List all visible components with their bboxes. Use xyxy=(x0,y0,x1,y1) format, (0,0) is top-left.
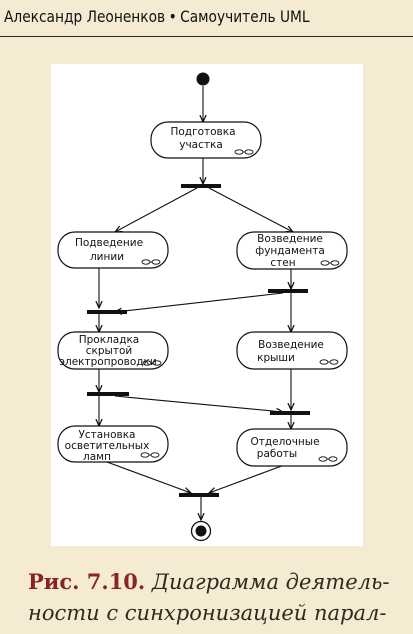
composite-activity-icon xyxy=(142,360,162,366)
activity-foundation: Возведение фундамента стен xyxy=(236,231,348,270)
sync-bar-join-2 xyxy=(87,310,127,314)
transition-fork2-join2 xyxy=(115,292,284,312)
composite-activity-icon xyxy=(318,456,338,462)
final-node xyxy=(190,520,212,542)
sync-bar-fork-2 xyxy=(268,289,308,293)
activity-lamps: Установка осветительных ламп xyxy=(57,425,169,463)
activity-wiring-label-3: электропроводки xyxy=(59,356,156,368)
activity-line-label-1: Подведение xyxy=(75,237,143,249)
caption-line-1: Рис. 7.10. Диаграмма деятель- xyxy=(28,566,396,598)
activity-foundation-label-3: стен xyxy=(270,257,295,269)
activity-lamps-label-2: осветительных xyxy=(65,440,150,452)
activity-finishing-label-1: Отделочные xyxy=(250,436,319,448)
activity-lamps-label-3: ламп xyxy=(83,451,111,463)
activity-roof-label-2: крыши xyxy=(257,352,295,364)
transition-finishing-join4 xyxy=(209,463,288,493)
header-separator: • xyxy=(168,7,177,26)
composite-activity-icon xyxy=(320,260,340,266)
activity-wiring: Прокладка скрытой электропроводки xyxy=(57,331,169,370)
header-book-title: Самоучитель UML xyxy=(180,7,310,26)
activity-prep-label-1: Подготовка xyxy=(170,126,235,138)
sync-bar-fork-1 xyxy=(181,184,221,188)
figure-caption: Рис. 7.10. Диаграмма деятель- ности с си… xyxy=(28,566,396,629)
transitions xyxy=(99,86,293,520)
activity-finishing-label-2: работы xyxy=(257,448,297,460)
sync-bar-join-4 xyxy=(179,493,219,497)
transition-fork3-join3 xyxy=(114,395,283,412)
activity-finishing: Отделочные работы xyxy=(236,428,348,467)
activity-line: Подведение линии xyxy=(57,231,169,269)
activity-line-label-2: линии xyxy=(90,251,124,263)
header-author: Александр Леоненков xyxy=(4,7,166,26)
activity-roof: Возведение крыши xyxy=(236,331,348,370)
activity-prep: Подготовка участка xyxy=(150,121,262,159)
figure-number: Рис. 7.10. xyxy=(28,569,146,594)
activity-wiring-label-1: Прокладка xyxy=(79,334,140,346)
activity-lamps-label-1: Установка xyxy=(79,429,136,441)
transition-lamps-join4 xyxy=(106,461,191,493)
transition-fork1-line xyxy=(115,187,198,232)
activity-diagram: Подготовка участка Подведение линии Возв… xyxy=(57,72,348,542)
composite-activity-icon xyxy=(234,149,254,155)
transition-fork1-foundation xyxy=(208,187,293,232)
running-header: Александр Леоненков•Самоучитель UML xyxy=(0,0,413,37)
header-text: Александр Леоненков•Самоучитель UML xyxy=(4,7,310,26)
sync-bar-fork-3 xyxy=(87,392,129,396)
activity-prep-label-2: участка xyxy=(179,139,223,151)
caption-line-1-text: Диаграмма деятель- xyxy=(151,570,390,594)
activity-roof-label-1: Возведение xyxy=(258,339,324,351)
composite-activity-icon xyxy=(319,359,339,365)
composite-activity-icon xyxy=(140,452,160,458)
activity-wiring-label-2: скрытой xyxy=(86,345,132,357)
sync-bar-join-3 xyxy=(270,411,310,415)
caption-line-2: ности с синхронизацией парал- xyxy=(28,601,387,625)
activity-foundation-label-2: фундамента xyxy=(255,245,325,257)
initial-node xyxy=(196,72,210,86)
composite-activity-icon xyxy=(141,259,161,265)
activity-diagram-figure: Подготовка участка Подведение линии Возв… xyxy=(51,64,363,546)
activity-foundation-label-1: Возведение xyxy=(257,233,323,245)
